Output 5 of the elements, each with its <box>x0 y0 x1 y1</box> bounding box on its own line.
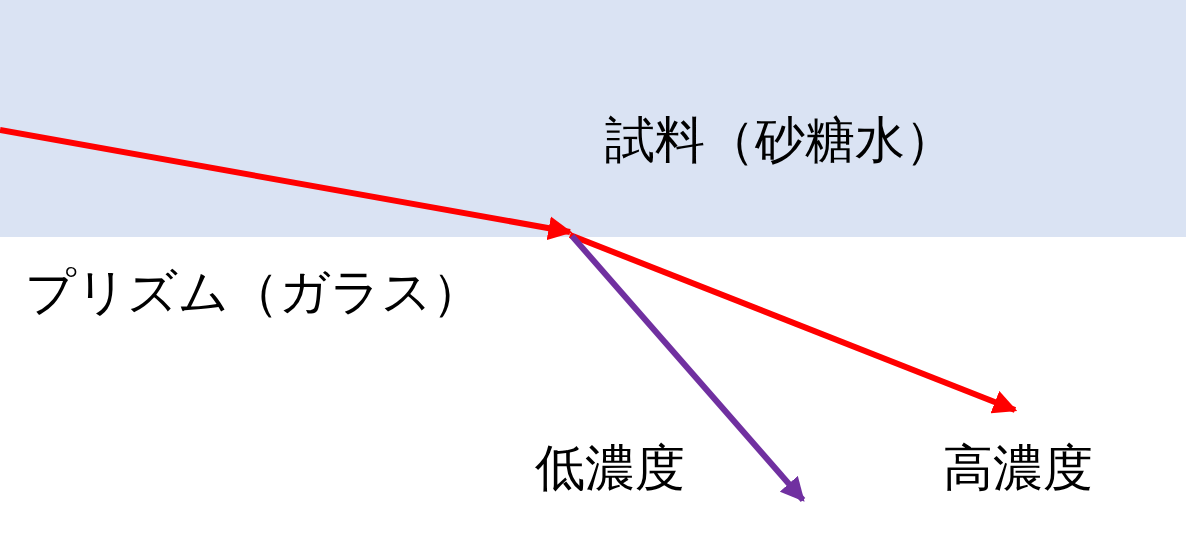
concentration-label: 高濃度 <box>943 438 1093 498</box>
material-label: プリズム（ガラス） <box>25 262 482 322</box>
sample-region <box>0 0 1186 237</box>
region-label: 試料（砂糖水） <box>605 110 955 170</box>
concentration-label: 低濃度 <box>535 438 685 498</box>
